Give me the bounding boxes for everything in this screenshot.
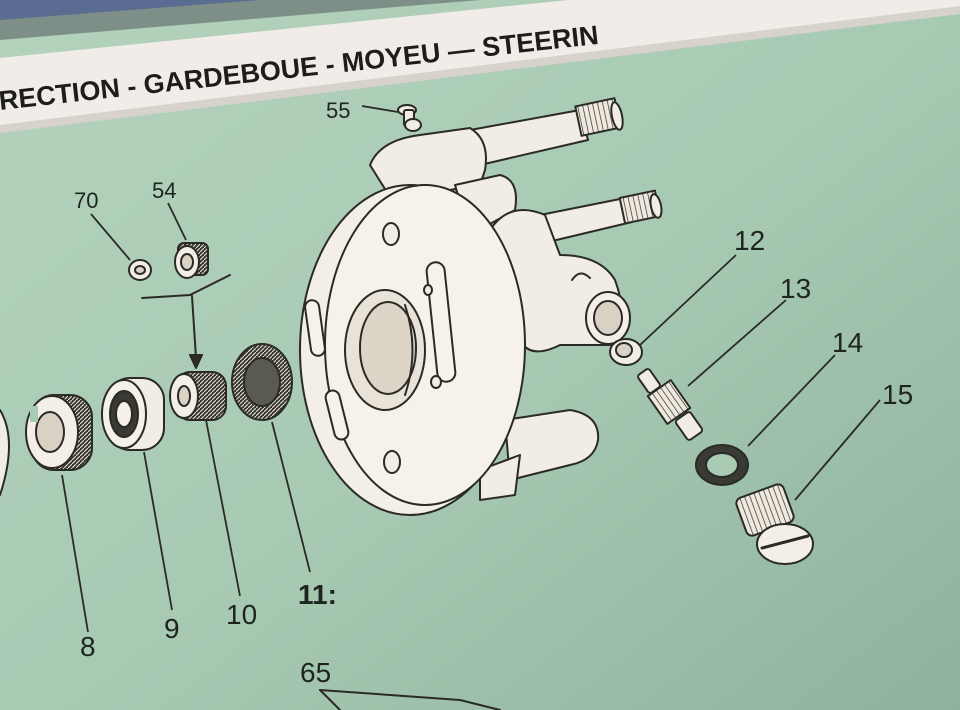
callout-55: 55 (326, 98, 350, 123)
callout-8: 8 (80, 631, 96, 662)
part-12-nut (609, 338, 643, 366)
callout-54: 54 (152, 178, 176, 203)
part-8-ring-nut (25, 394, 93, 471)
callout-labels: 55 70 54 12 13 14 15 8 9 10 11: 65 (74, 98, 913, 688)
part-11-gear (231, 343, 293, 421)
callout-12: 12 (734, 225, 765, 256)
part-55-bolt (397, 104, 422, 132)
grouping-arrow (141, 274, 231, 369)
callout-15: 15 (882, 379, 913, 410)
callout-70: 70 (74, 188, 98, 213)
part-13-pinion (637, 368, 704, 441)
callout-14: 14 (832, 327, 863, 358)
callout-10: 10 (226, 599, 257, 630)
callout-9: 9 (164, 613, 180, 644)
part-7-partial (0, 409, 10, 496)
part-15-screw (735, 483, 814, 565)
part-65-bracket (319, 689, 501, 710)
leader-lines (61, 105, 881, 633)
part-54-bush (174, 242, 209, 279)
callout-13: 13 (780, 273, 811, 304)
part-14-washer (695, 444, 749, 486)
callout-11: 11: (298, 579, 337, 610)
callout-65: 65 (300, 657, 331, 688)
hub-flange (299, 184, 526, 516)
upper-stud (469, 97, 624, 166)
part-10-gear (169, 371, 227, 421)
part-9-bearing (101, 377, 165, 451)
part-70-washer (128, 259, 152, 281)
lower-stud (539, 189, 663, 243)
